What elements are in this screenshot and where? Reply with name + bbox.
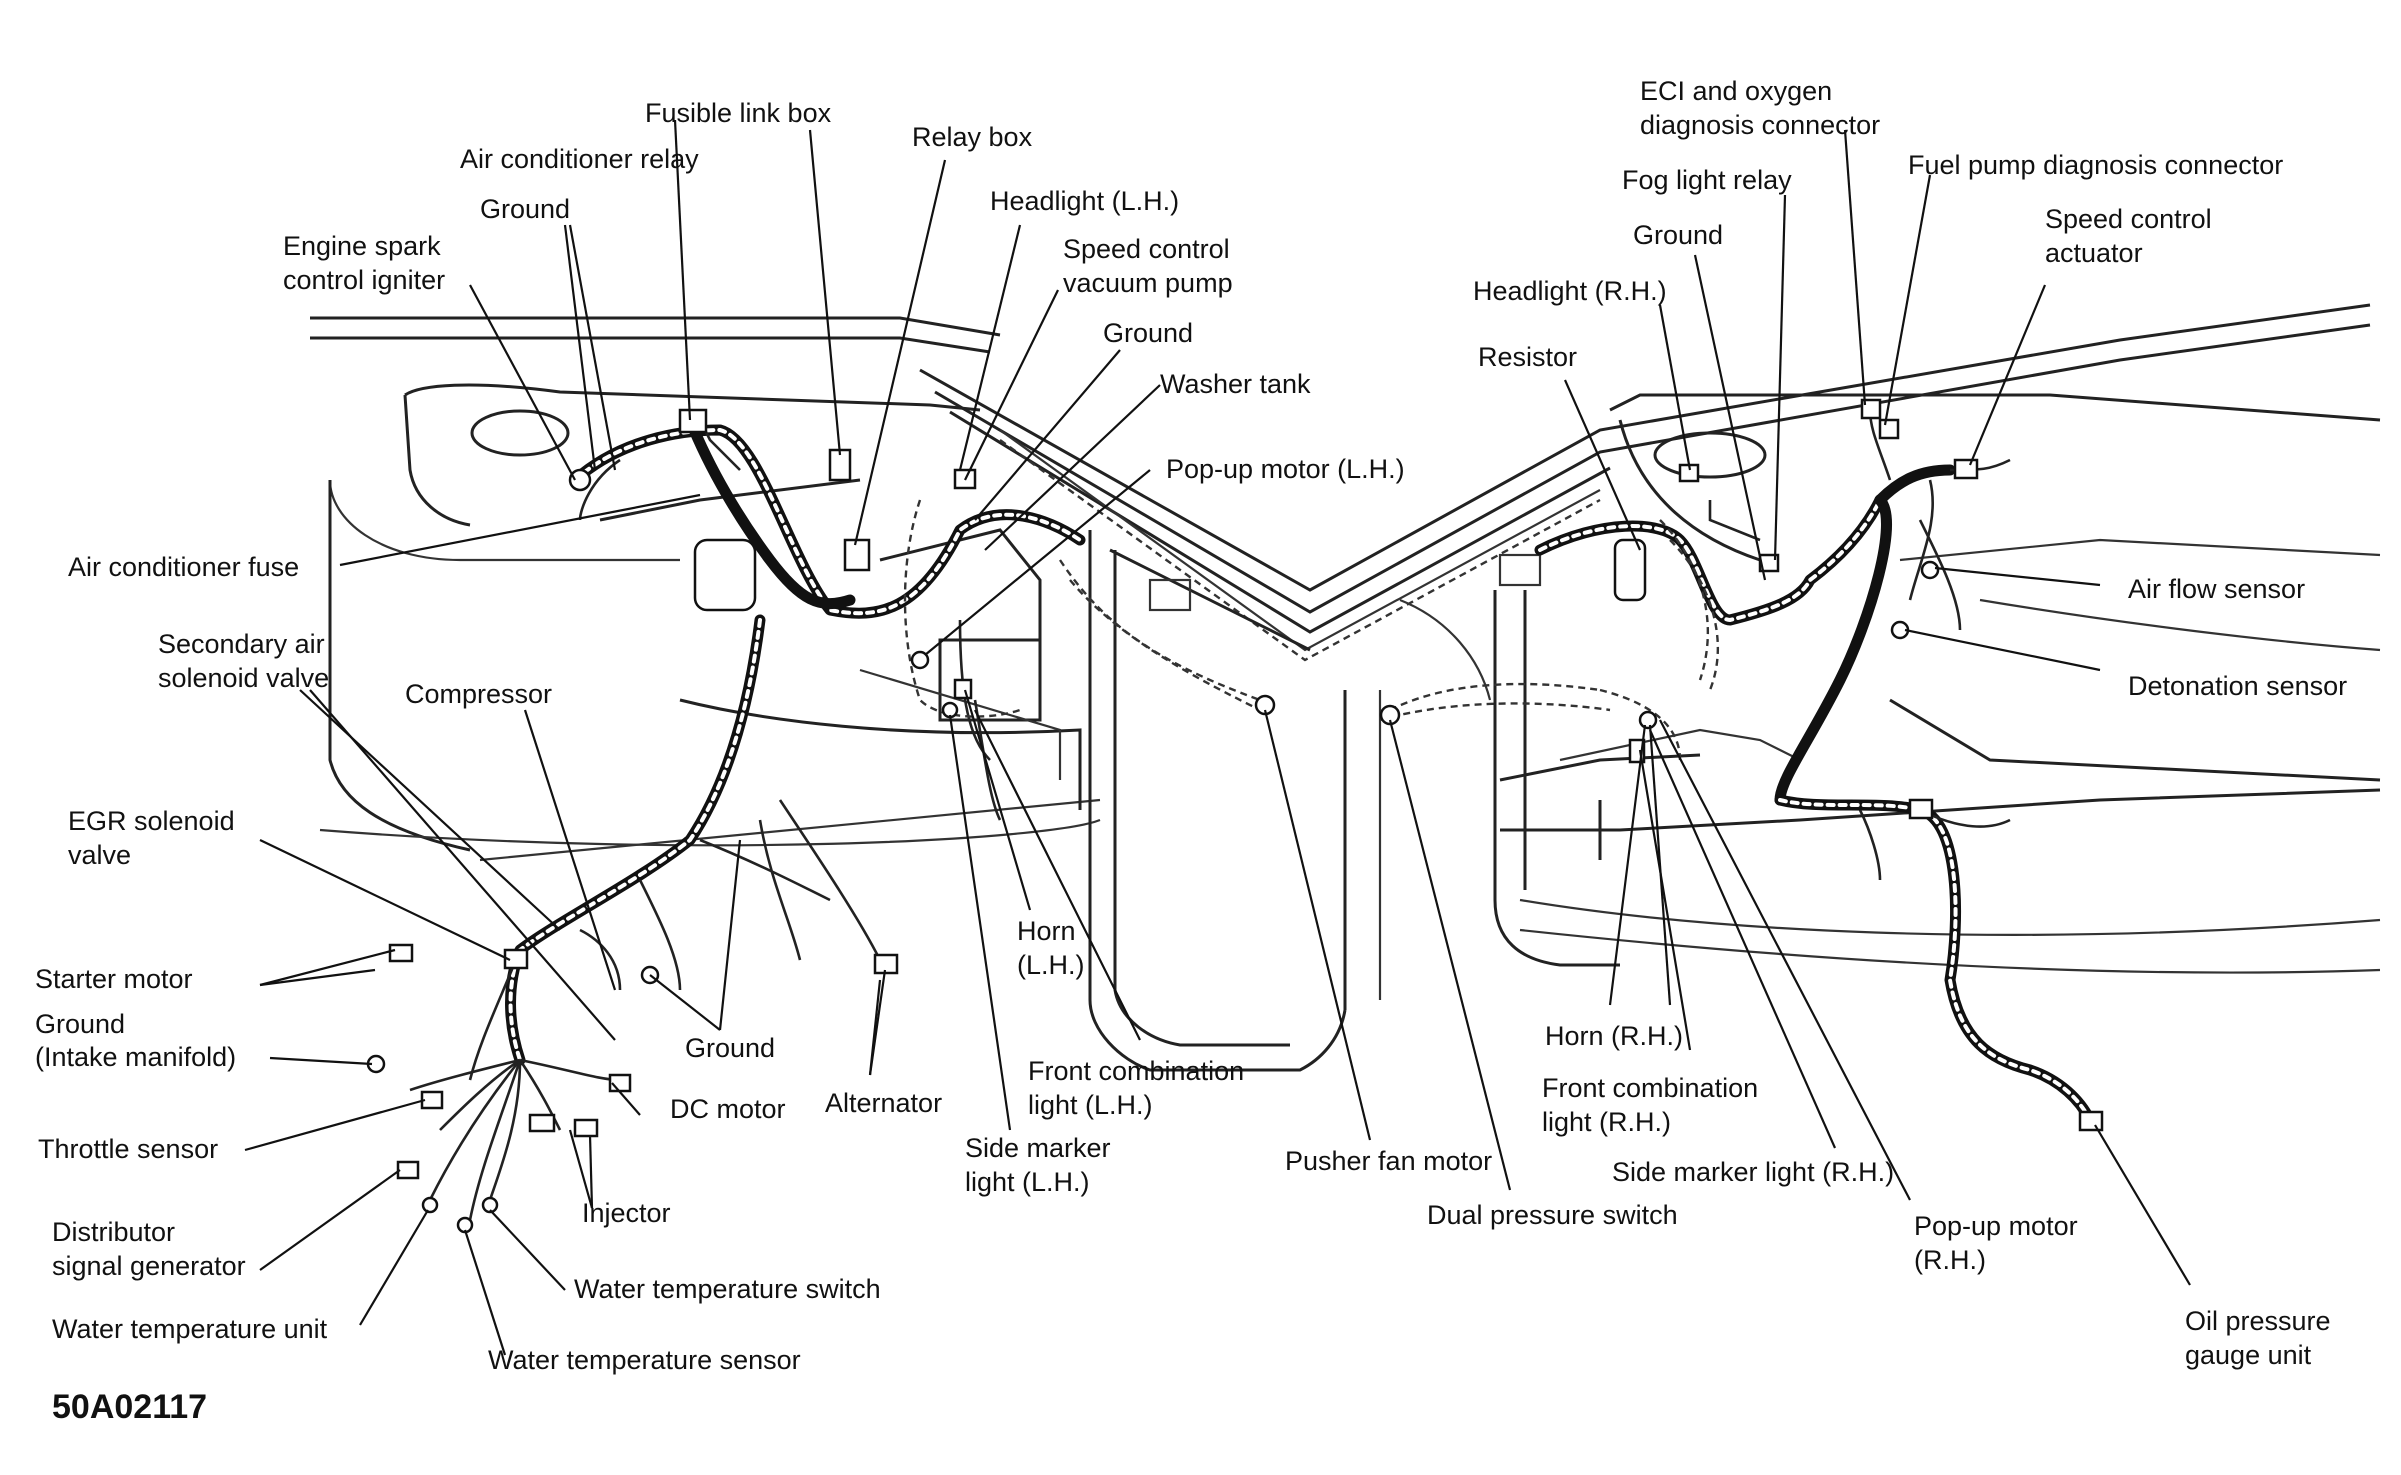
label-ground-1: Ground [480, 194, 570, 224]
label-fusible-link-box: Fusible link box [645, 98, 832, 128]
label-eci-1: ECI and oxygen [1640, 76, 1832, 106]
water-temperature-sensor-terminal [456, 1216, 474, 1234]
label-side-marker-rh: Side marker light (R.H.) [1612, 1157, 1894, 1187]
label-ground-2: Ground [1103, 318, 1193, 348]
label-compressor: Compressor [405, 679, 552, 709]
label-pusher-fan-motor: Pusher fan motor [1285, 1146, 1492, 1176]
callout-labels: Fusible link box Air conditioner relay R… [35, 76, 2347, 1426]
label-starter-motor: Starter motor [35, 964, 193, 994]
speed-control-actuator-connector [1953, 458, 1979, 480]
label-ground-4: Ground [1633, 220, 1723, 250]
label-injector: Injector [582, 1198, 671, 1228]
label-front-comb-rh-1: Front combination [1542, 1073, 1758, 1103]
label-resistor: Resistor [1478, 342, 1577, 372]
label-egr-2: valve [68, 840, 131, 870]
label-alternator: Alternator [825, 1088, 942, 1118]
label-washer-tank: Washer tank [1160, 369, 1311, 399]
injector-connector-1 [528, 1113, 556, 1133]
label-distributor-2: signal generator [52, 1251, 246, 1281]
vehicle-body-outline [310, 303, 2381, 1072]
label-popup-motor-rh-2: (R.H.) [1914, 1245, 1986, 1275]
label-throttle-sensor: Throttle sensor [38, 1134, 218, 1164]
horn-rh-connector [1638, 710, 1658, 730]
label-oil-pressure-2: gauge unit [2185, 1340, 2312, 1370]
label-air-conditioner-relay: Air conditioner relay [460, 144, 699, 174]
label-secondary-air-2: solenoid valve [158, 663, 329, 693]
relay-box-connector [843, 538, 871, 572]
oil-pressure-gauge-connector [2078, 1110, 2104, 1132]
alternator-connector [873, 953, 899, 975]
label-speed-control-pump-2: vacuum pump [1063, 268, 1233, 298]
water-temperature-unit-terminal [421, 1196, 439, 1214]
label-side-marker-lh-2: light (L.H.) [965, 1167, 1090, 1197]
label-air-conditioner-fuse: Air conditioner fuse [68, 552, 299, 582]
distributor-connector [396, 1160, 420, 1180]
popup-motor-lh-connector [910, 650, 930, 670]
water-temperature-switch-terminal [481, 1196, 499, 1214]
egr-solenoid-valve-connector [503, 948, 529, 970]
label-dual-pressure-switch: Dual pressure switch [1427, 1200, 1678, 1230]
label-headlight-rh: Headlight (R.H.) [1473, 276, 1667, 306]
starter-motor-connector [388, 943, 414, 963]
label-popup-motor-rh-1: Pop-up motor [1914, 1211, 2078, 1241]
label-engine-spark-1: Engine spark [283, 231, 441, 261]
fog-light-relay-connector [1758, 553, 1780, 573]
label-horn-rh: Horn (R.H.) [1545, 1021, 1683, 1051]
eci-connector [1860, 398, 1882, 420]
label-fog-light-relay: Fog light relay [1622, 165, 1792, 195]
label-dc-motor: DC motor [670, 1094, 786, 1124]
engine-spark-control-igniter [568, 468, 592, 492]
leader-lines [244, 119, 2191, 1356]
horn-lh-connector [953, 678, 973, 700]
label-engine-spark-2: control igniter [283, 265, 445, 295]
label-oil-pressure-1: Oil pressure [2185, 1306, 2331, 1336]
air-flow-sensor-connector [1920, 560, 1940, 580]
label-egr-1: EGR solenoid [68, 806, 235, 836]
fuel-pump-diagnosis-connector [1878, 418, 1900, 440]
label-headlight-lh: Headlight (L.H.) [990, 186, 1179, 216]
resistor-body [1613, 538, 1647, 602]
label-relay-box: Relay box [912, 122, 1033, 152]
label-detonation-sensor: Detonation sensor [2128, 671, 2347, 701]
label-front-comb-rh-2: light (R.H.) [1542, 1107, 1671, 1137]
injector-connector-2 [573, 1118, 599, 1138]
label-ground-3: Ground [685, 1033, 775, 1063]
label-speed-control-pump-1: Speed control [1063, 234, 1230, 264]
label-water-temp-unit: Water temperature unit [52, 1314, 328, 1344]
label-water-temp-sensor: Water temperature sensor [488, 1345, 801, 1375]
compressor-body [693, 538, 757, 612]
label-horn-lh-1: Horn [1017, 916, 1076, 946]
label-speed-control-act-1: Speed control [2045, 204, 2212, 234]
side-marker-lh-connector [941, 701, 959, 719]
wiring-harness [409, 409, 2096, 1221]
figure-code: 50A02117 [52, 1388, 207, 1426]
label-front-comb-lh-2: light (L.H.) [1028, 1090, 1153, 1120]
label-horn-lh-2: (L.H.) [1017, 950, 1085, 980]
label-front-comb-lh-1: Front combination [1028, 1056, 1244, 1086]
popup-motor-rh-connector [1908, 798, 1934, 820]
label-popup-motor-lh: Pop-up motor (L.H.) [1166, 454, 1405, 484]
label-ground-intake-1: Ground [35, 1009, 125, 1039]
label-secondary-air-1: Secondary air [158, 629, 325, 659]
label-fuel-pump-diag: Fuel pump diagnosis connector [1908, 150, 2283, 180]
label-side-marker-lh-1: Side marker [965, 1133, 1111, 1163]
label-distributor-1: Distributor [52, 1217, 175, 1247]
label-air-flow-sensor: Air flow sensor [2128, 574, 2305, 604]
label-ground-intake-2: (Intake manifold) [35, 1042, 236, 1072]
label-water-temp-switch: Water temperature switch [574, 1274, 881, 1304]
label-eci-2: diagnosis connector [1640, 110, 1880, 140]
label-speed-control-act-2: actuator [2045, 238, 2143, 268]
air-conditioner-relay-connector [678, 408, 708, 434]
